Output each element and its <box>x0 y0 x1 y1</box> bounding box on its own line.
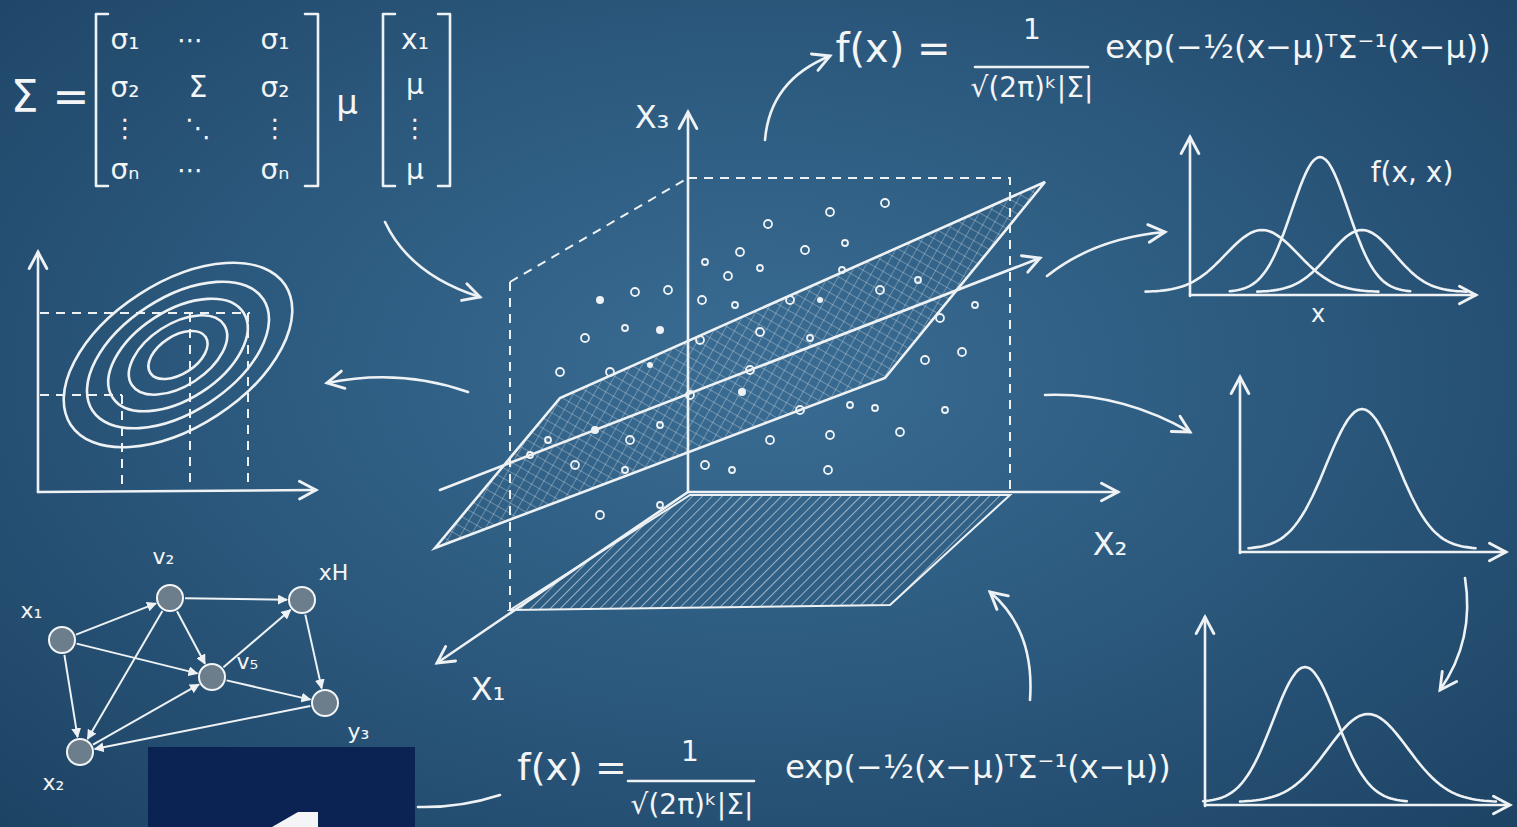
vertex-label: v₂ <box>153 545 175 569</box>
matrix-entry: Σ <box>189 70 208 103</box>
mean-symbol: μ <box>336 84 358 121</box>
formula-text: exp(−½(x−μ)ᵀΣ⁻¹(x−μ)) <box>785 750 1171 785</box>
vector-entry: ⋮ <box>402 114 428 143</box>
vertex-label: y₃ <box>348 720 370 744</box>
graph-arrow <box>95 706 311 749</box>
axis-label: X₂ <box>1093 527 1128 562</box>
graph-vertex: y₃ <box>311 689 339 717</box>
curve-label: f(x, x) <box>1371 158 1454 189</box>
matrix-entry: σ₁ <box>261 25 290 56</box>
matrix-entry: ⋮ <box>262 114 288 143</box>
matrix-entry: ⋮ <box>112 114 138 143</box>
graph-arrow <box>305 615 321 689</box>
graph-arrow <box>93 684 199 744</box>
axis-label: X₃ <box>635 100 670 135</box>
graph-arrow <box>88 611 163 739</box>
graph-arrow <box>177 611 205 664</box>
formula-numerator: 1 <box>1023 15 1041 46</box>
matrix-entry: ⋯ <box>177 156 203 185</box>
formula-text: exp(−½(x−μ)ᵀΣ⁻¹(x−μ)) <box>1105 30 1491 65</box>
vertex-label: xH <box>319 561 349 585</box>
vertex-label: x₁ <box>21 599 43 623</box>
graph-arrow <box>76 603 156 634</box>
graph-vertex: v₂ <box>156 584 184 612</box>
vector-entry: x₁ <box>401 25 429 56</box>
graph-arrow <box>64 655 77 737</box>
matrix-entry: σₙ <box>261 155 290 186</box>
formula-denominator: √(2π)ᵏ|Σ| <box>631 790 754 821</box>
matrix-entry: σ₂ <box>261 73 290 104</box>
axis-label: x <box>1311 301 1325 327</box>
matrix-entry: σₙ <box>111 155 140 186</box>
graph-arrow <box>185 598 287 600</box>
matrix-entry: ⋯ <box>177 26 203 55</box>
axis-label: X₁ <box>471 672 506 707</box>
graph-vertex: xH <box>288 586 316 614</box>
graph-vertex: v₅ <box>198 663 226 691</box>
graph-vertex: x₁ <box>48 626 76 654</box>
vertex-label: v₅ <box>237 650 259 674</box>
matrix-entry: σ₂ <box>111 73 140 104</box>
formula-denominator: √(2π)ᵏ|Σ| <box>971 73 1094 104</box>
vertex-label: x₂ <box>43 771 65 795</box>
vector-entry: μ <box>406 155 424 186</box>
formula-text: f(x) = <box>517 747 626 789</box>
formula-numerator: 1 <box>681 737 699 768</box>
graph-arrow <box>77 644 198 674</box>
formula-text: f(x) = <box>835 26 950 70</box>
graph-arrow <box>227 680 311 699</box>
matrix-symbol: Σ = <box>11 73 90 121</box>
matrix-entry: ⋱ <box>185 114 211 143</box>
matrix-entry: σ₁ <box>111 25 140 56</box>
vector-entry: μ <box>406 70 424 101</box>
graph-vertex: x₂ <box>66 738 94 766</box>
